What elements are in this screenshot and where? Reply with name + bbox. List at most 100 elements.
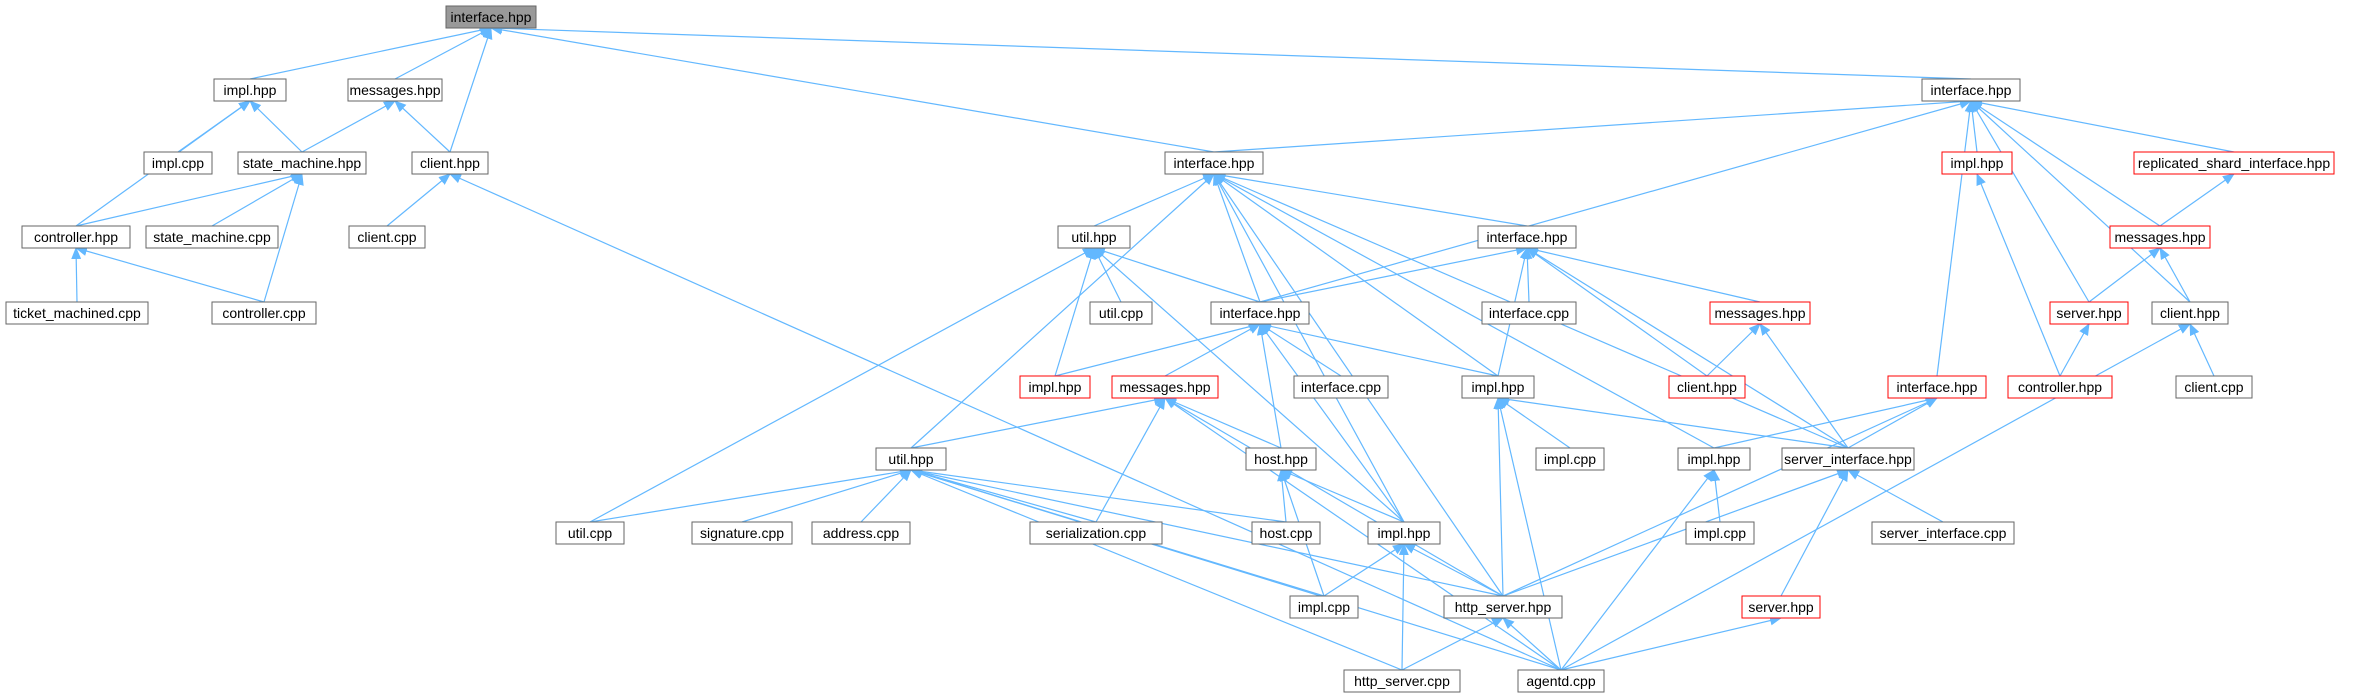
node-box[interactable] <box>1057 225 1131 249</box>
node-box[interactable] <box>1668 375 1746 399</box>
node-n_impl_cpp_a[interactable]: impl.cpp <box>143 151 213 175</box>
node-n_client_r[interactable]: client.hpp <box>2151 301 2229 325</box>
node-box[interactable] <box>875 447 947 471</box>
node-box[interactable] <box>1517 669 1605 693</box>
node-box[interactable] <box>1089 301 1153 325</box>
node-n_impl_hpp_red[interactable]: impl.hpp <box>1941 151 2013 175</box>
node-n_impl_hpp_d[interactable]: impl.hpp <box>1367 521 1441 545</box>
node-box[interactable] <box>1685 521 1755 545</box>
node-box[interactable] <box>1164 151 1264 175</box>
node-n_messages_red_c[interactable]: messages.hpp <box>1709 301 1811 325</box>
node-box[interactable] <box>1210 301 1310 325</box>
node-box[interactable] <box>1481 301 1577 325</box>
node-box[interactable] <box>411 151 489 175</box>
node-n_controller_hpp[interactable]: controller.hpp <box>21 225 131 249</box>
node-box[interactable] <box>1535 447 1605 471</box>
node-n_impl_cpp_c[interactable]: impl.cpp <box>1535 447 1605 471</box>
node-n_impl_cpp_d[interactable]: impl.cpp <box>1289 595 1359 619</box>
node-n_server_interface[interactable]: server_interface.hpp <box>1781 447 1915 471</box>
node-n_state_machine[interactable]: state_machine.hpp <box>237 151 367 175</box>
node-n_iface_root[interactable]: interface.hpp <box>445 5 537 29</box>
node-box[interactable] <box>445 5 537 29</box>
node-box[interactable] <box>1477 225 1577 249</box>
node-box[interactable] <box>347 78 443 102</box>
node-box[interactable] <box>143 151 213 175</box>
node-box[interactable] <box>811 521 911 545</box>
node-n_state_machine_cpp[interactable]: state_machine.cpp <box>145 225 279 249</box>
node-n_iface_r[interactable]: interface.hpp <box>1921 78 2021 102</box>
node-n_controller_red[interactable]: controller.hpp <box>2007 375 2113 399</box>
node-n_messages_red_d[interactable]: messages.hpp <box>1111 375 1219 399</box>
node-n_iface_d[interactable]: interface.hpp <box>1210 301 1310 325</box>
node-box[interactable] <box>1367 521 1441 545</box>
node-box[interactable] <box>2007 375 2113 399</box>
node-n_impl_cpp_r[interactable]: impl.cpp <box>1685 521 1755 545</box>
node-box[interactable] <box>1677 447 1751 471</box>
node-box[interactable] <box>145 225 279 249</box>
node-box[interactable] <box>2049 301 2129 325</box>
node-box[interactable] <box>1111 375 1219 399</box>
node-box[interactable] <box>1245 447 1317 471</box>
node-n_impl_hpp_r[interactable]: impl.hpp <box>1677 447 1751 471</box>
node-n_http_server_hpp[interactable]: http_server.hpp <box>1443 595 1563 619</box>
node-n_util_hpp_b[interactable]: util.hpp <box>875 447 947 471</box>
node-box[interactable] <box>1019 375 1091 399</box>
node-box[interactable] <box>5 301 149 325</box>
node-n_iface_red_r[interactable]: interface.hpp <box>1887 375 1987 399</box>
node-box[interactable] <box>2133 151 2335 175</box>
node-n_messages_a[interactable]: messages.hpp <box>347 78 443 102</box>
node-n_client_red_c[interactable]: client.hpp <box>1668 375 1746 399</box>
node-n_iface_m[interactable]: interface.hpp <box>1164 151 1264 175</box>
node-n_host_cpp[interactable]: host.cpp <box>1251 521 1321 545</box>
node-box[interactable] <box>1941 151 2013 175</box>
node-box[interactable] <box>1741 595 1821 619</box>
node-n_util_cpp_b[interactable]: util.cpp <box>555 521 625 545</box>
node-box[interactable] <box>1029 521 1163 545</box>
node-n_agentd[interactable]: agentd.cpp <box>1517 669 1605 693</box>
node-box[interactable] <box>555 521 625 545</box>
node-n_http_server_cpp[interactable]: http_server.cpp <box>1343 669 1461 693</box>
node-box[interactable] <box>2151 301 2229 325</box>
node-n_address[interactable]: address.cpp <box>811 521 911 545</box>
node-n_serialization[interactable]: serialization.cpp <box>1029 521 1163 545</box>
node-box[interactable] <box>237 151 367 175</box>
node-n_impl_hpp_a[interactable]: impl.hpp <box>213 78 287 102</box>
node-box[interactable] <box>211 301 317 325</box>
node-n_replicated[interactable]: replicated_shard_interface.hpp <box>2133 151 2335 175</box>
node-box[interactable] <box>1921 78 2021 102</box>
node-box[interactable] <box>1709 301 1811 325</box>
node-n_ticket[interactable]: ticket_machined.cpp <box>5 301 149 325</box>
node-n_interface_cpp_d[interactable]: interface.cpp <box>1293 375 1389 399</box>
node-box[interactable] <box>21 225 131 249</box>
node-box[interactable] <box>1293 375 1389 399</box>
node-box[interactable] <box>1343 669 1461 693</box>
node-n_controller_cpp[interactable]: controller.cpp <box>211 301 317 325</box>
node-box[interactable] <box>1443 595 1563 619</box>
node-box[interactable] <box>1461 375 1535 399</box>
node-n_util_cpp_a[interactable]: util.cpp <box>1089 301 1153 325</box>
node-box[interactable] <box>691 521 793 545</box>
node-box[interactable] <box>1289 595 1359 619</box>
node-n_client_cpp_a[interactable]: client.cpp <box>348 225 426 249</box>
node-n_server_red_a[interactable]: server.hpp <box>2049 301 2129 325</box>
node-box[interactable] <box>213 78 287 102</box>
node-n_signature[interactable]: signature.cpp <box>691 521 793 545</box>
node-n_server_interface_cpp[interactable]: server_interface.cpp <box>1871 521 2015 545</box>
node-n_messages_red_r[interactable]: messages.hpp <box>2109 225 2211 249</box>
node-box[interactable] <box>2175 375 2253 399</box>
node-n_impl_hpp_red2[interactable]: impl.hpp <box>1019 375 1091 399</box>
node-n_interface_cpp_c[interactable]: interface.cpp <box>1481 301 1577 325</box>
node-box[interactable] <box>1887 375 1987 399</box>
node-box[interactable] <box>1251 521 1321 545</box>
node-n_server_red_b[interactable]: server.hpp <box>1741 595 1821 619</box>
node-box[interactable] <box>1871 521 2015 545</box>
node-n_host_hpp[interactable]: host.hpp <box>1245 447 1317 471</box>
node-box[interactable] <box>1781 447 1915 471</box>
node-box[interactable] <box>2109 225 2211 249</box>
node-n_iface_c[interactable]: interface.hpp <box>1477 225 1577 249</box>
node-box[interactable] <box>348 225 426 249</box>
node-n_impl_hpp_c[interactable]: impl.hpp <box>1461 375 1535 399</box>
node-n_util_hpp_a[interactable]: util.hpp <box>1057 225 1131 249</box>
node-n_client_cpp_r[interactable]: client.cpp <box>2175 375 2253 399</box>
node-n_client_a[interactable]: client.hpp <box>411 151 489 175</box>
